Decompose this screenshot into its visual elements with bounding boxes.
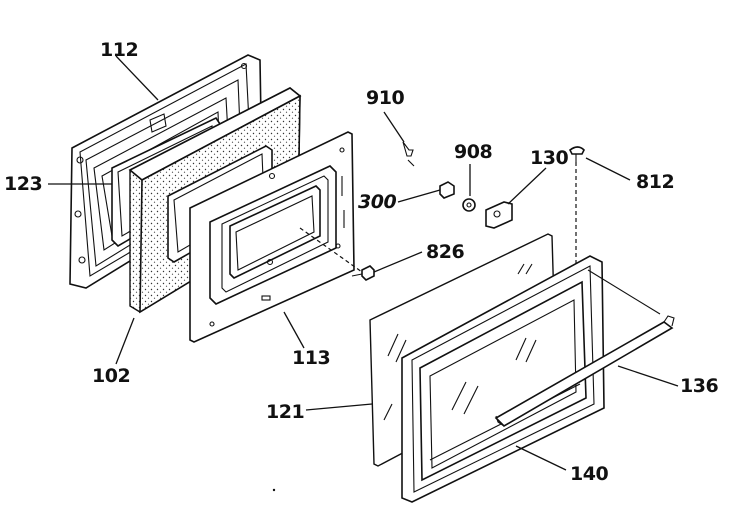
part-113-inner-door-panel: [189, 131, 355, 343]
callout-300: 300: [358, 191, 396, 213]
callout-908: 908: [454, 141, 492, 163]
part-908-washer: [462, 198, 476, 212]
part-826-screw: [351, 265, 375, 281]
part-812-screw: [568, 146, 585, 162]
part-130-bracket: [485, 201, 513, 229]
screw-826-alignment-line: [299, 227, 363, 273]
callout-140: 140: [570, 463, 608, 485]
callout-121: 121: [266, 401, 304, 423]
callout-812: 812: [636, 171, 674, 193]
callout-910: 910: [366, 87, 404, 109]
part-300-clip: [439, 181, 455, 199]
part-910-pin: [402, 141, 415, 167]
part-136-handle: [494, 269, 675, 428]
callout-123: 123: [4, 173, 42, 195]
callout-130: 130: [530, 147, 568, 169]
callout-826: 826: [426, 241, 464, 263]
callout-112: 112: [100, 39, 138, 61]
leader-lines: [48, 55, 679, 471]
callout-113: 113: [292, 347, 330, 369]
callout-102: 102: [92, 365, 130, 387]
part-140-outer-frame: [401, 255, 605, 503]
stray-mark: [272, 488, 276, 492]
callout-136: 136: [680, 375, 718, 397]
